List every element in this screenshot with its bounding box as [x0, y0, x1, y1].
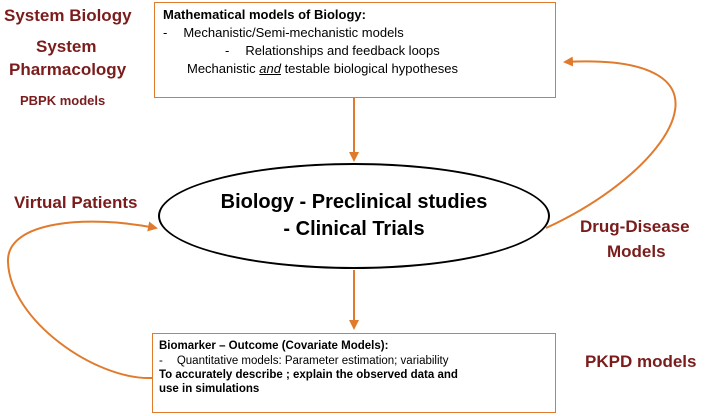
bottom-box-item-1-bullet: - — [159, 355, 163, 367]
top-box-item-1: -Mechanistic/Semi-mechanistic models — [163, 25, 547, 40]
top-box-title: Mathematical models of Biology: — [163, 7, 366, 22]
label-drug-disease-line1: Drug-Disease — [580, 217, 690, 236]
bottom-box-item-1-text: Quantitative models: Parameter estimatio… — [176, 355, 449, 367]
label-system-pharmacology-line1: System — [36, 37, 97, 56]
curve-left-feedback — [6, 220, 158, 380]
bottom-box-item-1: - Quantitative models: Parameter estimati… — [159, 355, 549, 367]
top-box-item-1-text: Mechanistic/Semi-mechanistic models — [183, 25, 404, 40]
top-box-item-2: -Relationships and feedback loops — [163, 43, 547, 58]
center-ellipse: Biology - Preclinical studies - Clinical… — [158, 163, 550, 269]
top-box-item-1-bullet: - — [163, 25, 168, 40]
label-drug-disease-line2: Models — [607, 242, 666, 261]
top-box-item-2-text: Relationships and feedback loops — [245, 43, 440, 58]
bottom-box-line-3: To accurately describe ; explain the obs… — [159, 369, 458, 381]
curve-right-feedback — [545, 56, 677, 229]
top-box-item-3: Mechanistic and testable biological hypo… — [163, 61, 547, 76]
bottom-box-line-4: use in simulations — [159, 383, 260, 395]
label-pkpd-models: PKPD models — [585, 352, 697, 371]
center-line-1: Biology - Preclinical studies — [220, 191, 488, 213]
top-box-item-3-emphasis: and — [259, 61, 281, 76]
label-system-biology: System Biology — [4, 6, 132, 25]
top-box-item-2-bullet: - — [225, 43, 230, 58]
bottom-box-title: Biomarker – Outcome (Covariate Models): — [159, 340, 389, 352]
bottom-box: Biomarker – Outcome (Covariate Models): … — [152, 333, 556, 413]
label-pbpk-models: PBPK models — [20, 93, 106, 108]
label-virtual-patients: Virtual Patients — [14, 193, 138, 212]
label-system-pharmacology-line2: Pharmacology — [9, 60, 127, 79]
top-box-item-3-post: testable biological hypotheses — [280, 61, 459, 76]
top-box: Mathematical models of Biology: -Mechani… — [154, 2, 556, 98]
center-line-2: - Clinical Trials — [283, 218, 425, 240]
top-box-item-3-pre: Mechanistic — [187, 61, 260, 76]
